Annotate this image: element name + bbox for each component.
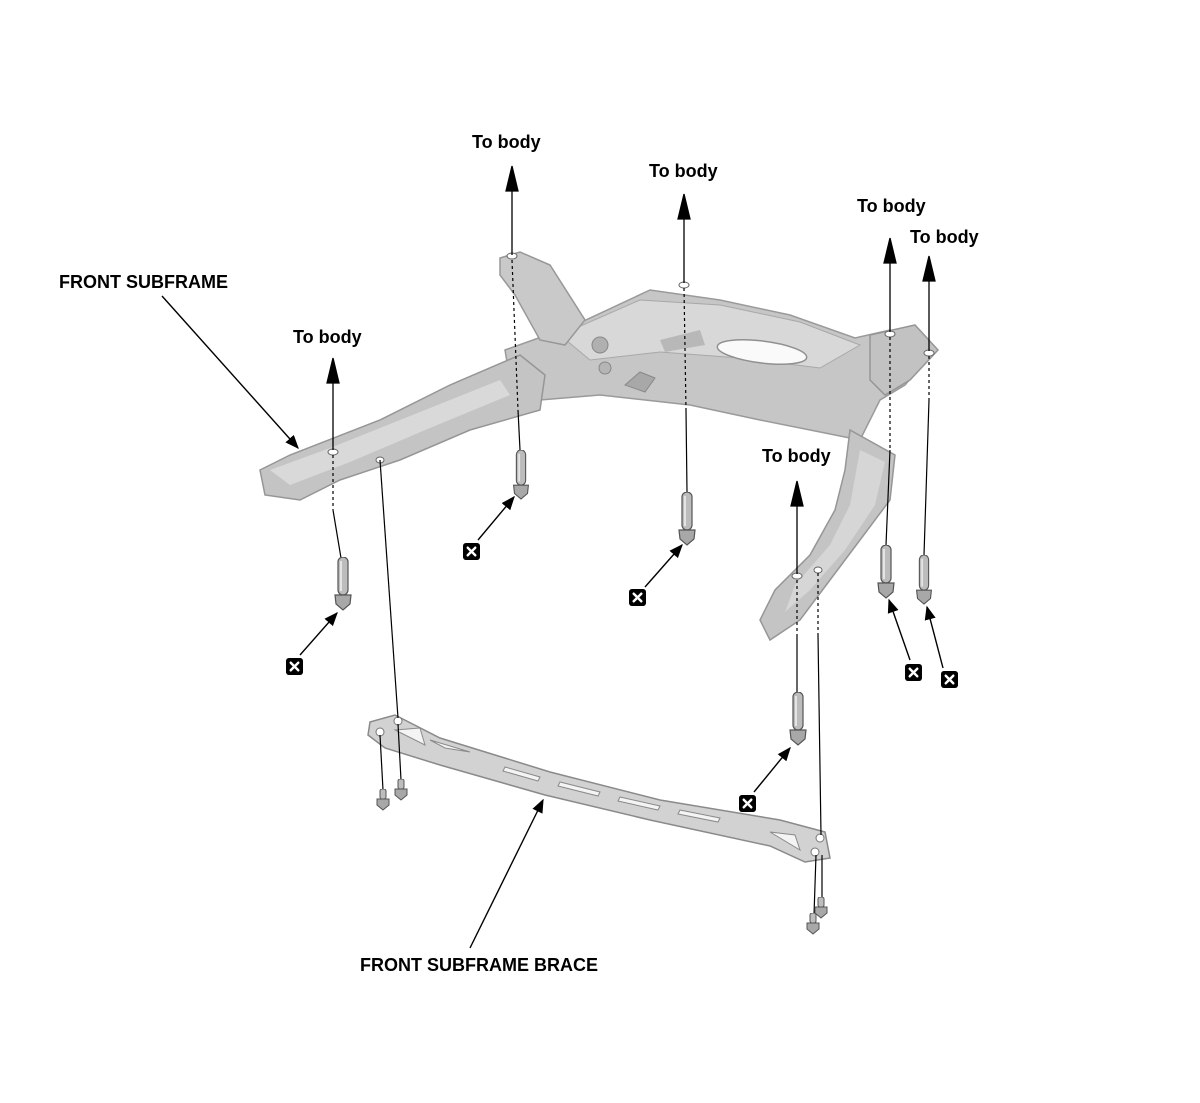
to-body-direction-lines bbox=[326, 165, 936, 574]
x-square-icon bbox=[905, 664, 922, 681]
front-subframe-brace-part bbox=[367, 714, 831, 863]
x-square-icon bbox=[739, 795, 756, 812]
bolt-icon bbox=[678, 492, 696, 546]
small-bolt-icon bbox=[806, 913, 820, 935]
bolt-icon bbox=[789, 692, 807, 746]
x-square-icon bbox=[941, 671, 958, 688]
bolt-icon bbox=[877, 545, 895, 599]
front-subframe-label: FRONT SUBFRAME bbox=[59, 272, 228, 292]
to-body-label: To body bbox=[857, 196, 926, 216]
front-subframe-brace-label: FRONT SUBFRAME BRACE bbox=[360, 955, 598, 975]
to-body-label: To body bbox=[649, 161, 718, 181]
small-bolt-icon bbox=[394, 779, 408, 801]
small-bolt-icon bbox=[814, 897, 828, 919]
bolt-icon bbox=[915, 555, 933, 605]
bolt-alignment-lines bbox=[332, 399, 930, 916]
front-subframe-part bbox=[259, 251, 940, 642]
to-body-label: To body bbox=[293, 327, 362, 347]
replace-marker-leaders bbox=[299, 495, 944, 793]
to-body-label: To body bbox=[472, 132, 541, 152]
part-callout-leaders bbox=[161, 295, 544, 949]
bolt-icon bbox=[512, 450, 530, 500]
x-square-icon bbox=[463, 543, 480, 560]
x-square-icon bbox=[629, 589, 646, 606]
hidden-bolt-lines bbox=[332, 259, 930, 635]
replace-markers bbox=[286, 543, 958, 812]
to-body-label: To body bbox=[759, 446, 834, 466]
small-bolt-icon bbox=[376, 789, 390, 811]
x-square-icon bbox=[286, 658, 303, 675]
bolt-holes bbox=[327, 252, 935, 580]
bolt-icon bbox=[334, 557, 352, 611]
to-body-label: To body bbox=[910, 227, 979, 247]
